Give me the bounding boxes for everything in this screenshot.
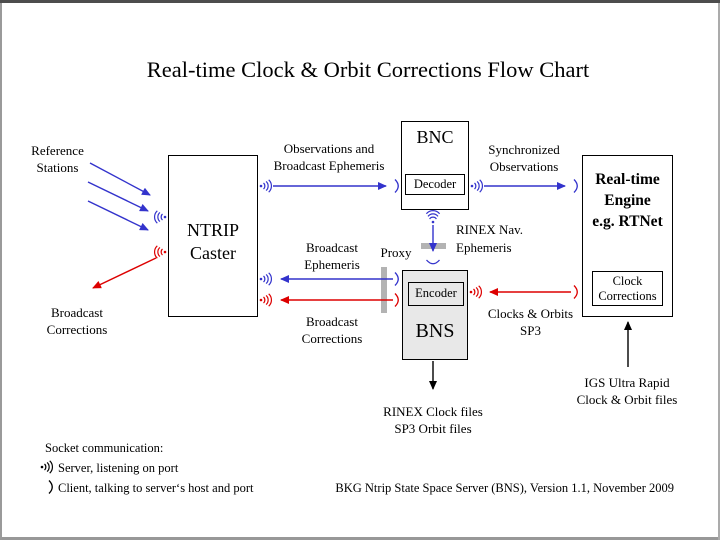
- client-socket-icon: [426, 259, 440, 265]
- client-socket-icon: [394, 293, 399, 307]
- proxy-label: Proxy: [380, 245, 412, 260]
- bnc-label: BNC: [416, 127, 454, 147]
- broadcast-ephemeris-label: Broadcast Ephemeris: [304, 240, 360, 272]
- proxy-bar: [381, 267, 387, 313]
- clocks-orbits-label: Clocks & Orbits SP3: [487, 306, 574, 338]
- footer-caption: BKG Ntrip State Space Server (BNS), Vers…: [335, 481, 674, 495]
- clock-corrections-label: Clock Corrections: [598, 274, 657, 303]
- ntrip-caster-label: NTRIP Caster: [186, 220, 239, 263]
- broadcast-corrections-out-arrow: [92, 257, 157, 289]
- rinex-files-label: RINEX Clock files SP3 Orbit files: [383, 404, 483, 436]
- client-socket-icon: [394, 272, 399, 286]
- server-socket-icon: [259, 179, 273, 193]
- server-socket-icon: [153, 210, 167, 224]
- server-socket-icon: [469, 285, 483, 299]
- legend-server-text: Server, listening on port: [58, 461, 179, 475]
- server-socket-icon: [259, 293, 273, 307]
- synchronized-observations-label: Synchronized Observations: [488, 142, 560, 174]
- igs-files-label: IGS Ultra Rapid Clock & Orbit files: [576, 375, 678, 407]
- decoder-box: [405, 174, 465, 195]
- observations-ephemeris-label: Observations and Broadcast Ephemeris: [273, 141, 385, 173]
- ref-station-arrow-1: [89, 162, 151, 196]
- clock-corrections-box: [592, 271, 663, 306]
- legend-client-text: Client, talking to server‘s host and por…: [58, 481, 254, 495]
- page-title: Real-time Clock & Orbit Corrections Flow…: [146, 57, 590, 82]
- reference-stations-label: Reference Stations: [31, 143, 84, 175]
- broadcast-corrections-mid-label: Broadcast Corrections: [301, 314, 363, 346]
- server-socket-icon: [470, 179, 484, 193]
- ntrip-caster-box: [168, 155, 258, 317]
- bns-label: BNS: [415, 320, 455, 342]
- bnc-box: [401, 121, 469, 210]
- decoder-label: Decoder: [413, 177, 457, 191]
- server-socket-icon: [425, 210, 441, 224]
- client-socket-icon: [48, 480, 53, 494]
- rinex-nav-label: RINEX Nav. Ephemeris: [456, 222, 524, 255]
- realtime-engine-label: Real-time Engine e.g. RTNet: [592, 171, 663, 230]
- broadcast-corrections-left-label: Broadcast Corrections: [46, 305, 108, 337]
- encoder-label: Encoder: [415, 286, 457, 300]
- client-socket-icon: [394, 179, 399, 193]
- encoder-box: [408, 282, 464, 306]
- server-socket-icon: [259, 272, 273, 286]
- server-socket-icon: [40, 460, 54, 474]
- client-socket-icon: [573, 285, 578, 299]
- server-socket-icon: [153, 245, 167, 259]
- legend-title: Socket communication:: [45, 441, 164, 455]
- client-socket-icon: [573, 179, 578, 193]
- ref-station-arrow-3: [87, 200, 149, 231]
- ref-station-arrow-2: [87, 181, 149, 212]
